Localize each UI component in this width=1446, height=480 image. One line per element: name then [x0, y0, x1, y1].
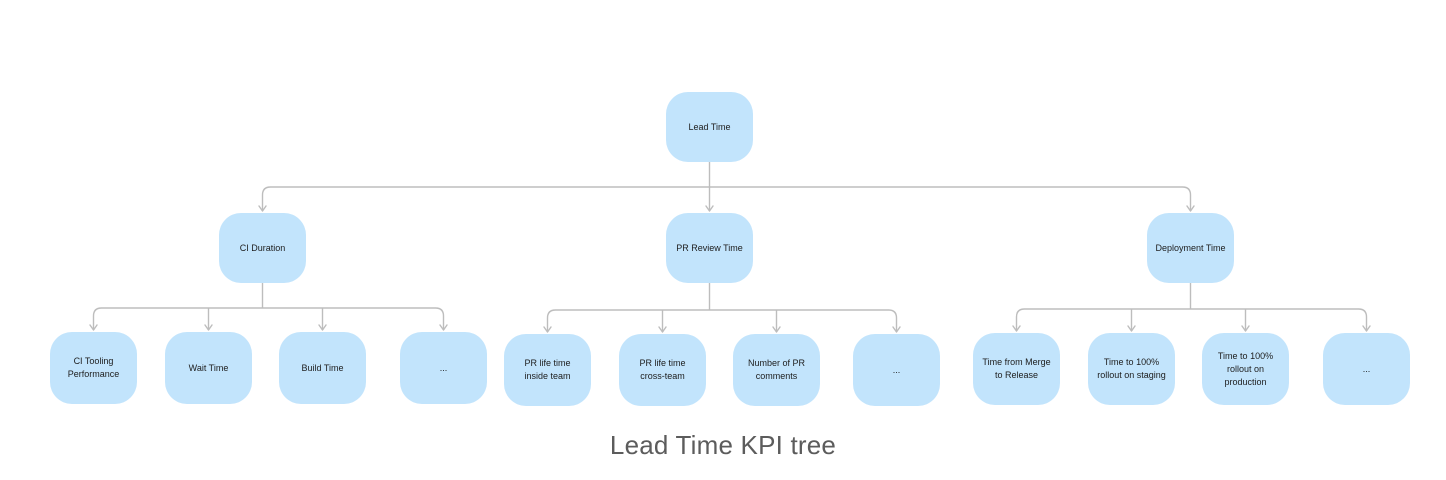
node-time-to-100-rollout-production: Time to 100% rollout on production	[1202, 333, 1289, 405]
deploy-connector-branch-3	[1358, 308, 1368, 331]
root-connector-arrow-0	[258, 205, 267, 212]
ci-connector-branch-0	[92, 307, 102, 330]
root-connector-arrow-1	[705, 205, 714, 212]
pr-connector-arrow-2	[772, 326, 781, 333]
pr-connector-arrow-3	[892, 326, 901, 333]
node-time-from-merge-to-release: Time from Merge to Release	[973, 333, 1060, 405]
ci-connector-arrow-0	[89, 324, 98, 331]
root-connector-branch-2	[1182, 186, 1192, 211]
pr-connector-arrow-0	[543, 326, 552, 333]
ci-connector-branch-3	[435, 307, 445, 330]
node-number-of-pr-comments: Number of PR comments	[733, 334, 820, 406]
deploy-connector-arrow-2	[1241, 325, 1250, 332]
root-connector-arrow-2	[1186, 205, 1195, 212]
ci-connector-arrow-3	[439, 324, 448, 331]
node-pr-life-time-cross-team: PR life time cross-team	[619, 334, 706, 406]
node-time-to-100-rollout-staging: Time to 100% rollout on staging	[1088, 333, 1175, 405]
node-build-time: Build Time	[279, 332, 366, 404]
pr-connector-arrow-1	[658, 326, 667, 333]
diagram-caption: Lead Time KPI tree	[609, 430, 837, 460]
deploy-connector-branch-0	[1015, 308, 1025, 331]
node-wait-time: Wait Time	[165, 332, 252, 404]
node-deployment-time: Deployment Time	[1147, 213, 1234, 283]
node-ci-tooling-performance: CI Tooling Performance	[50, 332, 137, 404]
deploy-connector-arrow-3	[1362, 325, 1371, 332]
deploy-connector-arrow-1	[1127, 325, 1136, 332]
node-ci-duration: CI Duration	[219, 213, 306, 283]
node-root: Lead Time	[666, 92, 753, 162]
root-connector-branch-0	[261, 186, 271, 211]
node-ci-more: ...	[400, 332, 487, 404]
pr-connector-branch-0	[546, 309, 556, 332]
deploy-connector-arrow-0	[1012, 325, 1021, 332]
ci-connector-arrow-1	[204, 324, 213, 331]
node-pr-review-time: PR Review Time	[666, 213, 753, 283]
node-pr-more: ...	[853, 334, 940, 406]
pr-connector-branch-3	[888, 309, 898, 332]
node-deployment-more: ...	[1323, 333, 1410, 405]
ci-connector-arrow-2	[318, 324, 327, 331]
node-pr-life-time-inside-team: PR life time inside team	[504, 334, 591, 406]
